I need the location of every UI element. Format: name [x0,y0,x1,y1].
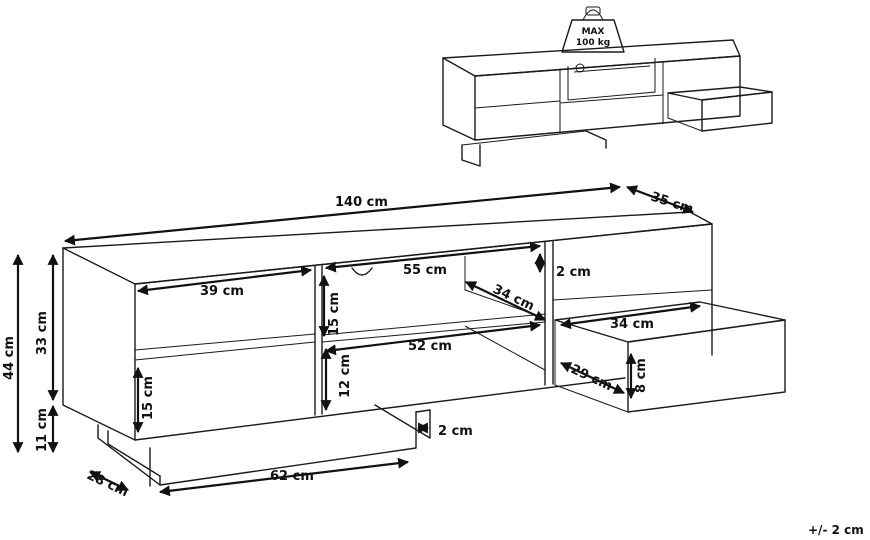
dim-right-gap-label: 2 cm [556,265,591,280]
dim-body-height-label: 33 cm [35,311,50,355]
dim-middle-top-width-label: 55 cm [403,263,447,278]
dimension-arrows [12,182,702,497]
tolerance-note: +/- 2 cm [808,523,864,537]
weight-badge-line2: 100 kg [576,38,610,48]
dim-left-lower-height-label: 15 cm [141,376,156,420]
dim-leg-height-label: 11 cm [35,408,50,452]
dim-width-label: 140 cm [335,195,388,210]
dim-base-depth-label: 28 cm [84,468,130,500]
overview-illustration: MAX 100 kg [442,6,773,167]
dim-total-height-label: 44 cm [2,336,17,380]
dim-middle-depth-label: 34 cm [490,282,536,314]
dim-middle-lower-height-label: 12 cm [338,354,353,398]
dim-drawer-width-label: 34 cm [610,317,654,332]
max-weight-badge: MAX 100 kg [561,6,625,53]
dim-drawer-depth-label: 29 cm [568,362,614,394]
dim-leg-offset-label: 2 cm [438,424,473,439]
dim-left-width-label: 39 cm [200,284,244,299]
dim-drawer-height-label: 8 cm [634,358,649,393]
weight-badge-line1: MAX [582,27,605,37]
dim-base-width-label: 62 cm [270,469,314,484]
dim-middle-lower-width-label: 52 cm [408,339,452,354]
dim-middle-upper-height-label: 15 cm [327,292,342,336]
